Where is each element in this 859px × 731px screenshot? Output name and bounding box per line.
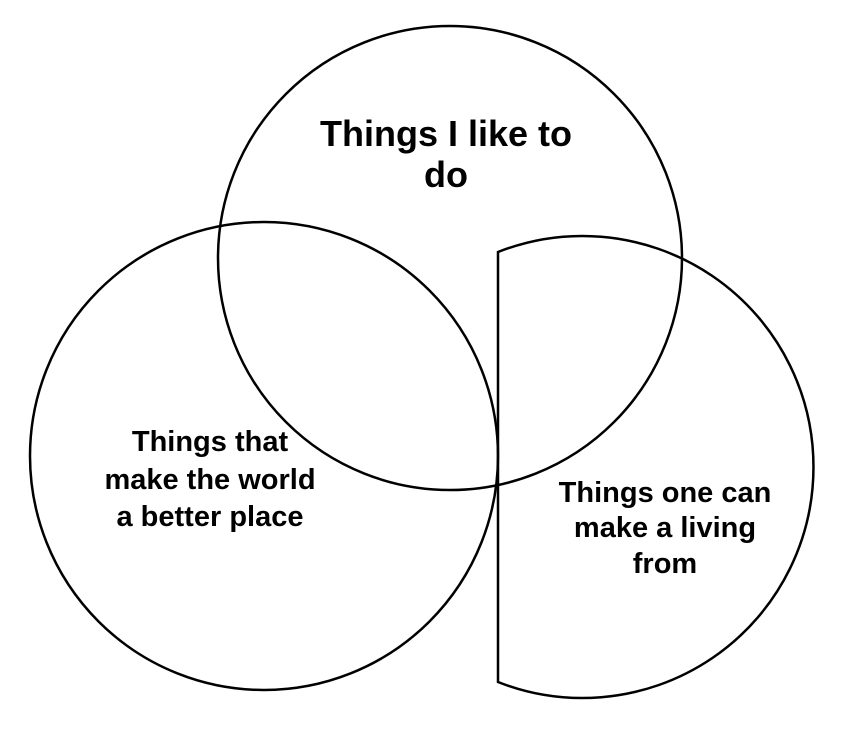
half-circle-make-living [496,234,815,700]
label-things-i-like: Things I like to do [296,113,596,196]
label-line: make the world [104,463,316,496]
label-better-world: Things that make the world a better plac… [60,424,360,537]
circle-things-i-like [216,24,684,492]
label-line: Things that [131,426,289,458]
label-line: make a living [573,512,757,545]
label-line: do [424,154,468,196]
label-line: Things one can [558,477,772,509]
label-line: a better place [116,501,304,534]
label-make-living: Things one can make a living from [520,476,810,582]
label-line: Things I like to [319,113,573,154]
label-line: from [632,547,698,580]
